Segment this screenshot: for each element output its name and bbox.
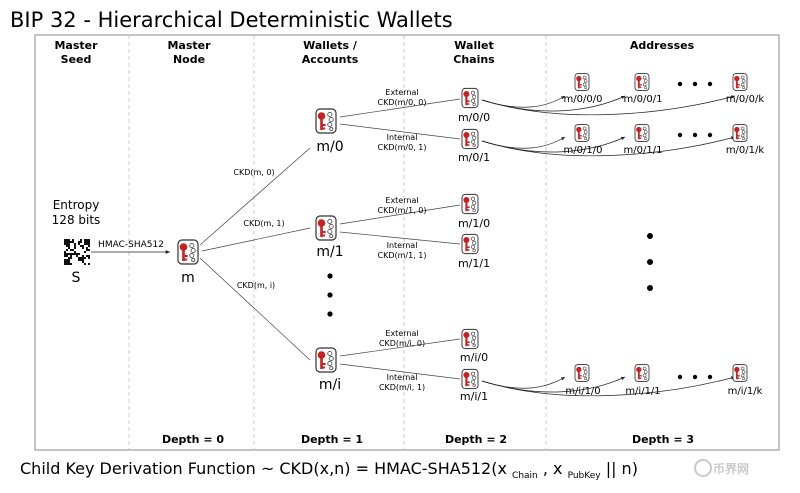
depth-3-label: Depth = 3 [632, 433, 694, 446]
seed-qr-icon [64, 239, 90, 265]
chain-edges [339, 98, 461, 380]
chain-label: m/i/0 [460, 351, 488, 364]
address-row-1: m/0/1/0 m/0/1/1 m/0/1/k [564, 124, 765, 156]
address-row-2: m/i/1/0 m/i/1/1 m/i/1/k [565, 364, 763, 397]
svg-text:Seed: Seed [61, 53, 92, 66]
svg-text:Internal: Internal [387, 133, 418, 142]
svg-text:External: External [385, 88, 418, 97]
address-label: m/0/0/0 [564, 94, 603, 105]
wallet-ellipsis [327, 273, 333, 317]
depth-1-label: Depth = 1 [301, 433, 363, 446]
wallet-label: m/i [319, 377, 341, 393]
depth-0-label: Depth = 0 [162, 433, 224, 446]
chain-label: m/1/0 [458, 217, 490, 230]
svg-text:CKD(m/i, 1): CKD(m/i, 1) [379, 383, 425, 392]
master-label: m [181, 270, 195, 286]
chain-key-icon [461, 233, 479, 255]
address-label: m/0/0/k [726, 94, 765, 105]
address-key-icon [634, 364, 650, 382]
address-label: m/i/1/1 [625, 386, 660, 397]
svg-text:CKD(m/i, 0): CKD(m/i, 0) [379, 339, 425, 348]
svg-text:Node: Node [173, 53, 205, 66]
master-key-icon [177, 239, 199, 265]
ckd-edge-i [199, 257, 311, 361]
address-key-icon [574, 124, 590, 142]
header-addresses: Addresses [630, 39, 695, 52]
chain-label: m/i/1 [460, 390, 488, 403]
wallet-label: m/0 [316, 139, 343, 155]
address-ellipsis [647, 81, 713, 380]
svg-text:CKD(m/0, 1): CKD(m/0, 1) [378, 143, 427, 152]
address-label: m/i/1/0 [565, 386, 600, 397]
address-label: m/0/0/1 [624, 94, 663, 105]
address-label: m/i/1/k [728, 386, 763, 397]
diagram-panel [34, 34, 780, 451]
chain-label: m/0/0 [458, 111, 490, 124]
chain-key-icon [461, 128, 479, 150]
chain-label: m/1/1 [458, 257, 490, 270]
address-key-icon [732, 364, 748, 382]
wallet-key-icon [315, 347, 337, 373]
svg-text:Internal: Internal [387, 241, 418, 250]
depth-2-label: Depth = 2 [445, 433, 507, 446]
chain-key-icon [461, 87, 479, 109]
ckd-edge-0 [199, 147, 311, 246]
chain-nodes: m/0/0 m/0/1 m/1/0 m/1/1 m/i/0 m/i/1 [458, 87, 490, 403]
address-key-icon [574, 364, 590, 382]
svg-text:币界网: 币界网 [713, 461, 749, 476]
svg-text:Wallet: Wallet [454, 39, 493, 52]
header-master-seed: Master Seed [54, 39, 98, 66]
svg-text:External: External [385, 329, 418, 338]
chain-label: m/0/1 [458, 151, 490, 164]
address-key-icon [574, 73, 590, 91]
ckd-formula: Child Key Derivation Function ~ CKD(x,n)… [20, 459, 638, 482]
svg-text:CKD(m/1, 0): CKD(m/1, 0) [378, 206, 427, 215]
header-master-node: Master Node [167, 39, 211, 66]
wallet-mi: m/i [315, 347, 341, 393]
wallet-m1: m/1 [315, 215, 344, 260]
address-key-icon [732, 124, 748, 142]
wallet-label: m/1 [316, 244, 343, 260]
wallet-key-icon [315, 108, 337, 134]
header-wallet-chains: Wallet Chains [453, 39, 495, 66]
svg-text:Accounts: Accounts [302, 53, 359, 66]
svg-text:Master: Master [167, 39, 211, 52]
svg-text:External: External [385, 196, 418, 205]
address-curves [481, 95, 736, 397]
wallet-key-icon [315, 215, 337, 241]
chain-key-icon [461, 193, 479, 215]
svg-text:CKD(m/1, 1): CKD(m/1, 1) [378, 251, 427, 260]
watermark-logo: 币界网 [694, 459, 749, 477]
ckd-label-i: CKD(m, i) [237, 281, 275, 290]
svg-text:Internal: Internal [387, 373, 418, 382]
address-row-0: m/0/0/0 m/0/0/1 m/0/0/k [564, 73, 765, 105]
ckd-edge-1 [201, 227, 311, 252]
svg-text:Chains: Chains [453, 53, 495, 66]
chain-key-icon [461, 328, 479, 350]
address-key-icon [634, 124, 650, 142]
address-label: m/0/1/k [726, 145, 765, 156]
svg-text:Wallets /: Wallets / [303, 39, 358, 52]
diagram-title: BIP 32 - Hierarchical Deterministic Wall… [10, 8, 453, 32]
ckd-label-1: CKD(m, 1) [243, 219, 284, 228]
header-wallets-accounts: Wallets / Accounts [302, 39, 359, 66]
svg-text:CKD(m/0, 0): CKD(m/0, 0) [378, 98, 427, 107]
wallet-m0: m/0 [315, 108, 344, 155]
address-label: m/0/1/0 [564, 145, 603, 156]
ckd-label-0: CKD(m, 0) [233, 168, 274, 177]
entropy-bits-label: 128 bits [52, 213, 101, 227]
entropy-label: Entropy [53, 198, 100, 212]
chain-key-icon [461, 368, 479, 390]
chain-edge-labels: External CKD(m/0, 0) Internal CKD(m/0, 1… [378, 88, 427, 392]
seed-label: S [72, 270, 81, 286]
svg-text:Master: Master [54, 39, 98, 52]
address-key-icon [732, 73, 748, 91]
hmac-label: HMAC-SHA512 [98, 240, 164, 250]
address-key-icon [634, 73, 650, 91]
address-label: m/0/1/1 [624, 145, 663, 156]
